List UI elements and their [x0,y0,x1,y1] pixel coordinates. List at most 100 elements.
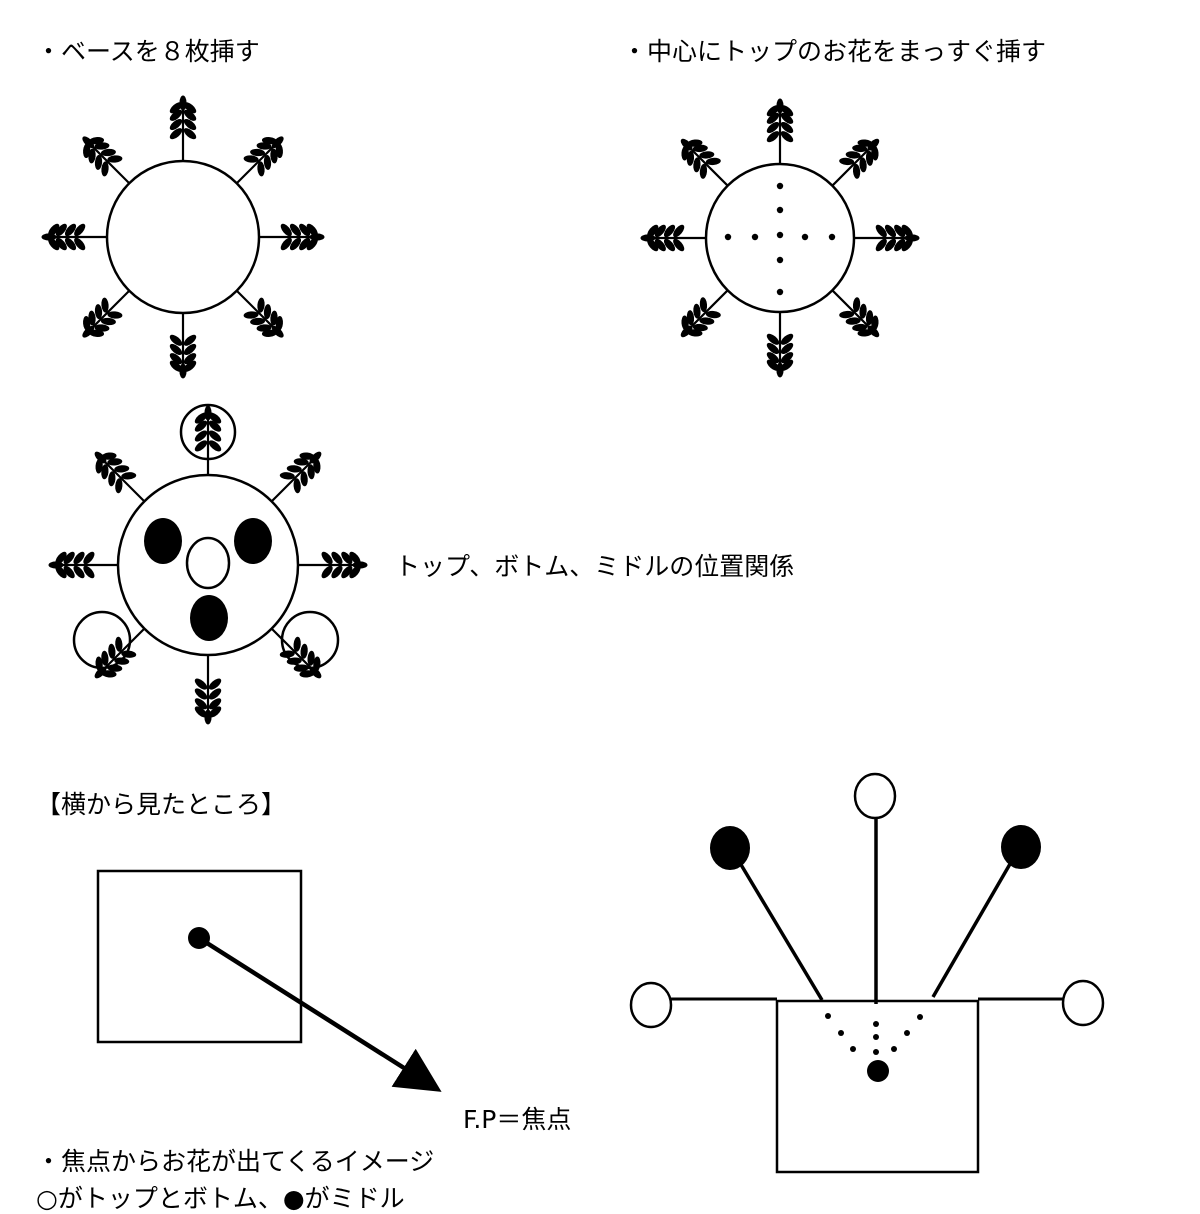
leaf-icon [293,636,301,652]
leaf-tip-icon [904,234,920,242]
leaf-icon [780,121,794,134]
top-view-sprig-5 [766,312,794,378]
leaf-icon [73,551,85,565]
leaf-icon [101,464,109,480]
top-view-sprig-7 [640,224,706,252]
leaf-icon [293,458,309,466]
relation-sprig-8 [94,451,146,503]
leaf-icon [183,118,197,131]
leaf-tip-icon [309,451,322,464]
leaf-icon [88,148,96,164]
leaf-icon [839,157,855,166]
leaf-icon [780,333,794,345]
leaf-tip-icon [680,138,693,151]
leaf-icon [183,334,197,346]
leaf-icon [780,112,794,124]
container-side-view [775,999,980,1174]
leaf-icon [766,112,780,124]
base-sprigs [41,95,325,379]
leaf-icon [169,102,183,114]
flower-middle-left [710,826,750,870]
guide-dot [801,233,809,241]
leaf-icon [654,238,666,252]
leaf-icon [647,224,659,238]
relation-sprig-5 [194,655,222,725]
leaf-icon [88,310,96,326]
leaf-icon [208,420,222,432]
base-sprig-3 [259,223,325,251]
leaf-icon [839,310,855,319]
leaf-icon [194,698,208,710]
leaf-icon [194,706,208,718]
leaf-tip-icon [776,362,784,378]
leaf-icon [686,150,695,166]
leaf-icon [55,565,67,579]
figure-base-eight-stems [41,95,325,379]
leaf-icon [845,317,861,325]
leaf-tip-icon [309,233,325,241]
leaf-icon [321,551,333,565]
leaf-icon [875,238,887,252]
leaf-icon [63,565,75,579]
leaf-icon [780,342,794,355]
label-insert-top: ・中心にトップのお花をまっすぐ挿す [622,37,1047,66]
guide-dot [873,1021,879,1027]
leaf-icon [183,360,197,372]
leaf-tip-icon [82,136,95,149]
leaf-icon [101,297,109,313]
top-view-sprig-1 [766,98,794,164]
guide-dot [838,1030,844,1036]
leaf-icon [108,471,116,487]
leaf-icon [256,142,272,150]
leaf-icon [766,105,780,117]
leaf-icon [306,237,318,251]
flower-bottom-left [629,981,673,1029]
leaf-icon [183,128,197,140]
leaf-icon [208,698,222,710]
top-view-sprig-2 [831,138,880,187]
leaf-icon [250,317,266,326]
leaf-icon [306,223,318,237]
leaf-tip-icon [867,325,880,338]
leaf-icon [263,154,272,170]
leaf-tip-icon [680,325,693,338]
leaf-icon [94,304,103,320]
leaf-icon [121,472,137,480]
leaf-icon [183,343,197,356]
leaf-icon [115,636,123,652]
guide-dot [873,1034,879,1040]
relation-sprigs [48,405,368,725]
leaf-icon [183,353,197,365]
leaf-icon [280,223,292,237]
leaf-icon [169,343,183,356]
leaf-icon [673,238,685,252]
guide-dot [891,1046,897,1052]
focal-funnel-dots [825,1013,923,1055]
sprig-stem [270,459,314,503]
leaf-icon [194,688,208,700]
middle-flower-left [144,518,182,564]
label-position-relation: トップ、ボトム、ミドルの位置関係 [395,552,795,581]
leaf-icon [250,148,266,157]
label-insert-base: ・ベースを８枚挿す [36,37,260,66]
leaf-icon [693,303,701,319]
leaf-icon [48,237,60,251]
leaf-icon [699,151,715,159]
leaf-icon [194,678,208,690]
leaf-icon [331,565,343,579]
guide-dot [917,1014,923,1020]
leaf-icon [208,688,222,700]
leaf-icon [901,224,913,238]
leaf-icon [48,223,60,237]
leaf-icon [183,102,197,114]
figure-focal-point [96,869,442,1092]
sprig-stem [235,144,276,185]
guide-dot [873,1049,879,1055]
leaf-icon [299,223,311,237]
leaf-icon [766,342,780,355]
base-sprig-2 [235,136,284,185]
base-sprig-5 [169,313,197,379]
leaf-icon [100,317,116,326]
leaf-icon [94,142,110,150]
